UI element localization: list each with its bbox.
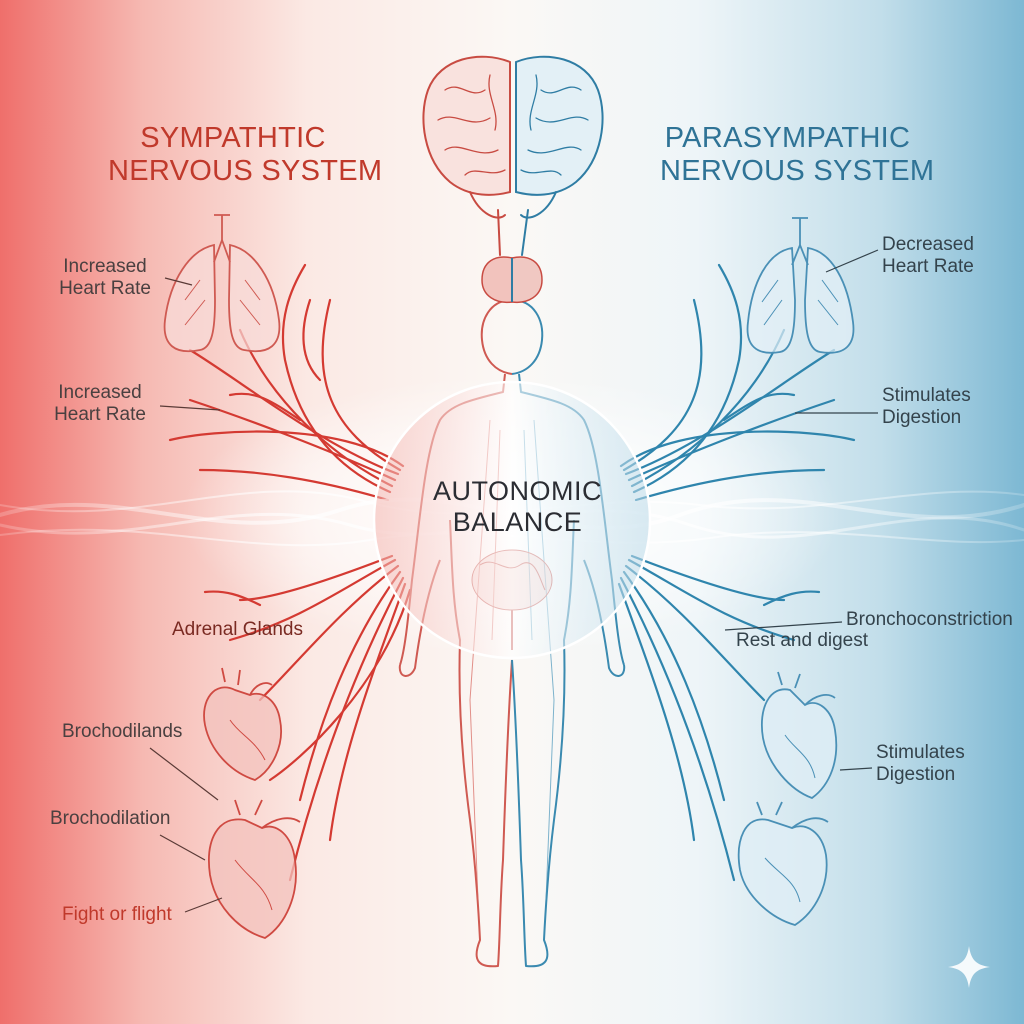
- parasympathetic-title: PARASYMPATHIC NERVOUS SYSTEM: [660, 122, 935, 188]
- sympathetic-nerves-lower: [203, 554, 412, 882]
- label-stimulates-digestion-1: Stimulates Digestion: [882, 385, 971, 428]
- sympathetic-pointers: [149, 277, 223, 913]
- heart-icon-right-2: [737, 801, 829, 926]
- heart-icon-left-2: [208, 799, 301, 939]
- sparkle-icon: [948, 946, 990, 988]
- parasympathetic-pointers: [724, 249, 879, 771]
- parasympathetic-title-line1: PARASYMPATHIC: [664, 122, 911, 154]
- label-brochodilands: Brochodilands: [62, 721, 183, 742]
- heart-icon-right-1: [761, 671, 838, 800]
- heart-icon-left-1: [203, 667, 282, 781]
- lungs-icon-right: [746, 217, 855, 354]
- label-brochodilation: Brochodilation: [50, 808, 171, 829]
- label-rest-and-digest: Rest and digest: [736, 630, 869, 651]
- parasympathetic-title-line2: NERVOUS SYSTEM: [660, 155, 935, 187]
- label-decreased-heart-rate: Decreased Heart Rate: [882, 234, 974, 277]
- sympathetic-title-line2: NERVOUS SYSTEM: [108, 155, 383, 187]
- small-brain-icon: [481, 256, 543, 304]
- sympathetic-nerves-upper: [168, 263, 405, 502]
- balance-circle: [372, 380, 652, 660]
- label-increased-heart-rate-2: Increased Heart Rate: [54, 382, 146, 425]
- sympathetic-title-line1: SYMPATHTIC: [140, 122, 326, 154]
- parasympathetic-nerves-upper: [619, 263, 856, 502]
- label-stimulates-digestion-2: Stimulates Digestion: [876, 742, 965, 785]
- lungs-icon-left: [163, 214, 281, 353]
- brain-icon: [422, 55, 604, 256]
- label-adrenal-glands: Adrenal Glands: [172, 619, 303, 640]
- label-bronchoconstriction: Bronchoconstriction: [846, 609, 1013, 630]
- sympathetic-title: SYMPATHTIC NERVOUS SYSTEM: [108, 122, 383, 188]
- label-fight-or-flight: Fight or flight: [62, 904, 172, 925]
- parasympathetic-nerves-lower: [617, 554, 821, 882]
- label-increased-heart-rate-1: Increased Heart Rate: [59, 256, 151, 299]
- autonomic-balance-label: AUTONOMIC BALANCE: [432, 476, 602, 537]
